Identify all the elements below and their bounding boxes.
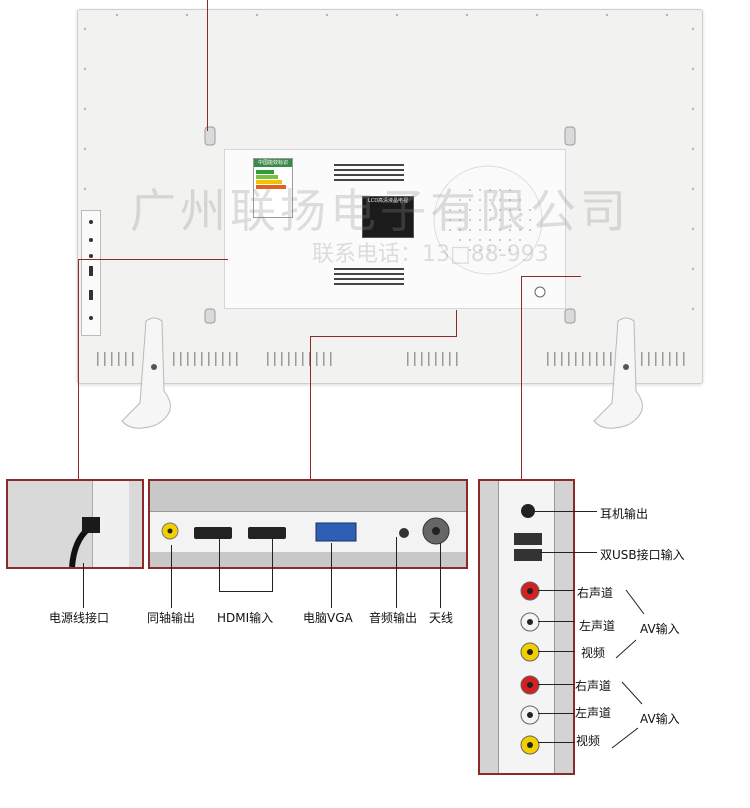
- detail-ports-photo: [148, 479, 468, 569]
- label-av1-group: AV输入: [640, 622, 680, 636]
- label-coax: 同轴输出: [147, 611, 196, 625]
- energy-label-title: 中国能效标识: [254, 159, 292, 167]
- label-vga: 电脑VGA: [303, 611, 353, 625]
- tv-rim-screws: [83, 13, 695, 366]
- leader-line-ports-v: [310, 337, 311, 480]
- pointer-av2-right: [538, 684, 575, 685]
- spec-label: LCD高清液晶电视: [362, 196, 414, 238]
- label-av1-video: 视频: [581, 646, 606, 660]
- pointer-audio: [396, 537, 397, 608]
- energy-label: 中国能效标识: [253, 158, 293, 218]
- leader-line-top: [207, 0, 208, 131]
- pointer-usb: [540, 552, 597, 553]
- pointer-av2-left: [538, 713, 575, 714]
- label-headphone: 耳机输出: [600, 507, 649, 521]
- pointer-vga: [331, 543, 332, 608]
- pointer-av2-video: [538, 742, 575, 743]
- leader-line-ports-up: [456, 310, 457, 337]
- pointer-av1-video: [538, 651, 575, 652]
- label-hdmi: HDMI输入: [217, 611, 274, 625]
- label-power: 电源线接口: [49, 611, 110, 625]
- pointer-power: [83, 563, 84, 608]
- side-control-buttons: [89, 220, 93, 320]
- pointer-av1-left: [538, 621, 575, 622]
- label-usb: 双USB接口输入: [600, 548, 685, 562]
- label-av2-left: 左声道: [575, 706, 612, 720]
- label-av1-left: 左声道: [579, 619, 616, 633]
- tv-stand-legs: [121, 317, 643, 429]
- leader-line-ports-h: [310, 336, 456, 337]
- pointer-hdmi-bracket: [219, 591, 273, 592]
- label-av2-right: 右声道: [575, 679, 612, 693]
- speaker-grille: [433, 165, 546, 298]
- leader-line-power-v: [78, 260, 79, 480]
- pointer-coax: [171, 545, 172, 608]
- detail-power-photo: [6, 479, 144, 569]
- watermark-company: 广州联扬电子有限公司: [130, 184, 630, 238]
- av-group-pointers: [611, 589, 645, 749]
- spec-label-title: LCD高清液晶电视: [367, 198, 409, 204]
- pointer-headphone: [527, 511, 597, 512]
- pointer-antenna: [440, 543, 441, 608]
- label-av2-video: 视频: [576, 734, 601, 748]
- detail-side-photo: [478, 479, 575, 775]
- leader-line-power-h: [78, 259, 228, 260]
- pointer-av1-right: [538, 590, 575, 591]
- label-antenna: 天线: [429, 611, 454, 625]
- pointer-hdmi-2: [272, 539, 273, 591]
- leader-line-side-v: [521, 276, 522, 480]
- label-audio: 音频输出: [369, 611, 418, 625]
- panel-vent-grille: [334, 164, 404, 285]
- watermark-phone: 联系电话：13□88-993: [312, 242, 549, 267]
- pointer-hdmi-1: [219, 539, 220, 591]
- label-av1-right: 右声道: [577, 586, 614, 600]
- leader-line-side-h: [521, 276, 581, 277]
- label-av2-group: AV输入: [640, 712, 680, 726]
